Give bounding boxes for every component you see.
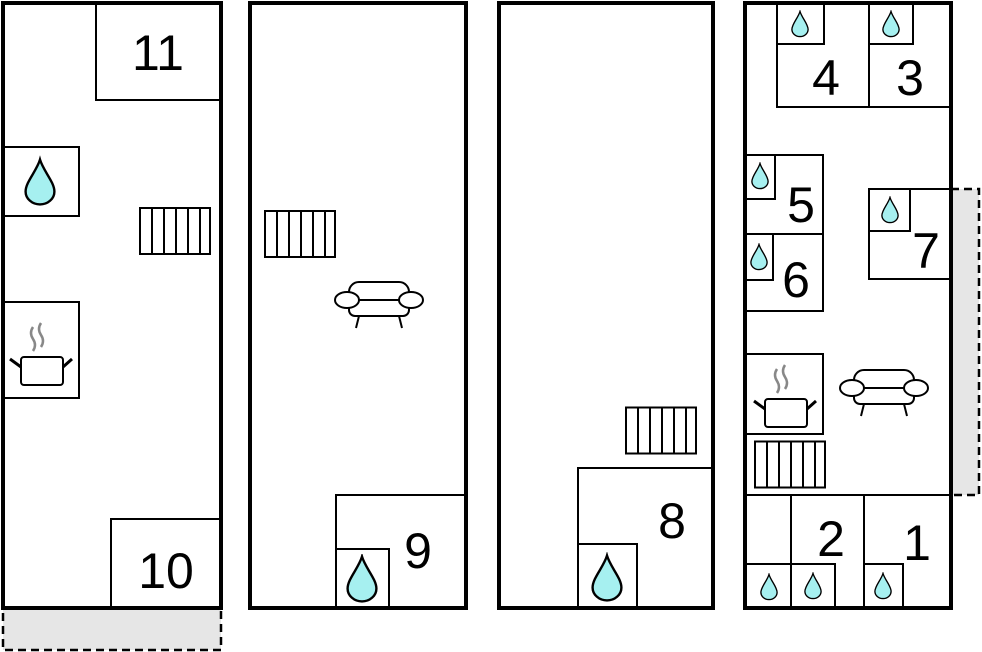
room-number: 10: [138, 543, 194, 599]
water-drop-icon: [874, 572, 892, 600]
room-number: 2: [817, 511, 845, 567]
room-number: 1: [903, 515, 931, 571]
bathroom: [868, 2, 914, 45]
stairs-icon: [625, 406, 697, 455]
water-drop-icon: [791, 10, 809, 38]
bathroom: [744, 154, 776, 200]
stairs-icon: [264, 210, 336, 258]
kitchen: [2, 301, 80, 399]
bathroom: [790, 563, 836, 609]
room-number: 8: [658, 493, 686, 549]
floor-2: 9: [248, 1, 468, 610]
room-11: [95, 2, 222, 101]
stairs-icon: [754, 440, 826, 489]
floor-4: 4 3 5 6 7 2 1: [743, 1, 981, 610]
room-number: 9: [404, 523, 432, 579]
room-number: 11: [132, 25, 184, 81]
room-8: [577, 467, 714, 609]
room-1: [863, 494, 952, 609]
water-drop-icon: [591, 554, 623, 602]
cooking-pot-icon: [8, 321, 74, 387]
sofa-icon: [334, 281, 424, 329]
terrace: [1, 606, 223, 652]
kitchen: [744, 353, 824, 435]
terrace: [949, 187, 981, 497]
room-number: 4: [812, 50, 840, 106]
room-10: [110, 518, 222, 609]
water-drop-icon: [760, 573, 778, 601]
water-drop-icon: [751, 162, 769, 190]
room-number: 3: [896, 50, 924, 106]
bathroom: [577, 543, 638, 609]
stairs-icon: [139, 207, 211, 255]
water-drop-icon: [881, 196, 899, 224]
water-drop-icon: [804, 572, 822, 600]
water-drop-icon: [882, 10, 900, 38]
floor-outline: [1, 1, 223, 610]
bathroom: [2, 146, 80, 217]
bathroom: [776, 2, 825, 45]
water-drop-icon: [24, 158, 56, 206]
floor-1: 11 10: [1, 1, 223, 652]
bathroom: [335, 548, 390, 609]
cooking-pot-icon: [752, 363, 818, 429]
water-drop-icon: [346, 555, 378, 603]
water-drop-icon: [750, 243, 768, 271]
room-number: 6: [782, 252, 810, 308]
bathroom: [744, 233, 774, 281]
bathroom: [868, 188, 911, 232]
room-number: 5: [787, 177, 815, 233]
room-number: 7: [912, 223, 940, 279]
bathroom: [863, 563, 904, 609]
floor-3: 8: [497, 1, 715, 610]
sofa-icon: [839, 369, 929, 417]
